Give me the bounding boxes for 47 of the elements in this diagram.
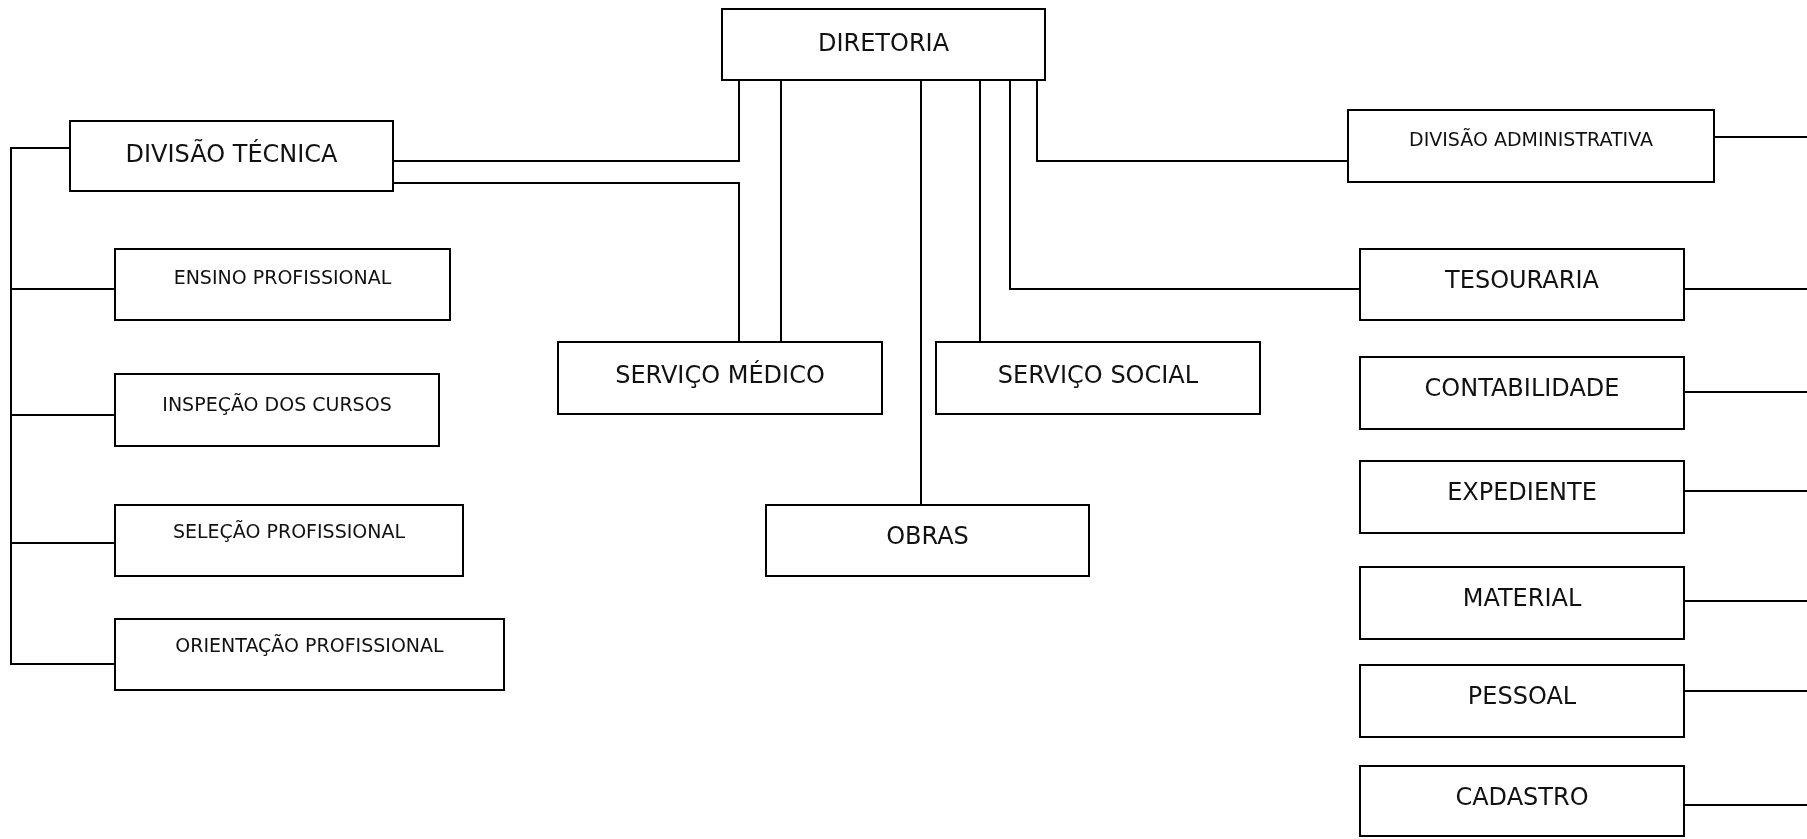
unit-name: SERVIÇO SOCIAL — [997, 361, 1199, 389]
connector-line — [1684, 804, 1807, 806]
connector-line — [1714, 136, 1807, 138]
unit-name: CADASTRO — [1455, 783, 1589, 811]
unit-name: ENSINO PROFISSIONAL — [173, 266, 392, 288]
org-unit-box — [765, 504, 1090, 577]
org-unit-box — [1359, 460, 1685, 534]
connector-line — [1684, 288, 1807, 290]
unit-name: DIVISÃO ADMINISTRATIVA — [1409, 128, 1653, 150]
unit-name: INSPEÇÃO DOS CURSOS — [162, 393, 392, 415]
unit-name: MATERIAL — [1462, 584, 1582, 612]
org-unit-box — [721, 8, 1046, 81]
unit-name: DIVISÃO TÉCNICA — [125, 140, 338, 168]
unit-name: OBRAS — [886, 522, 969, 550]
unit-name: TESOURARIA — [1445, 266, 1599, 294]
org-unit-box — [1347, 109, 1715, 183]
connector-line — [1009, 80, 1360, 290]
connector-line — [393, 80, 740, 162]
org-unit-box — [557, 341, 883, 415]
unit-name: PESSOAL — [1467, 682, 1577, 710]
connector-line — [1684, 600, 1807, 602]
org-unit-box — [1359, 664, 1685, 738]
unit-name: DIRETORIA — [817, 29, 950, 57]
connector-line — [1684, 391, 1807, 393]
connector-line — [1684, 690, 1807, 692]
connector-line — [780, 80, 782, 342]
org-unit-box — [114, 373, 440, 447]
connector-line — [1036, 80, 1348, 162]
org-unit-box — [1359, 356, 1685, 430]
org-unit-box — [114, 504, 464, 577]
connector-line — [979, 80, 981, 342]
connector-line — [10, 147, 115, 665]
unit-name: CONTABILIDADE — [1424, 374, 1620, 402]
connector-line — [393, 182, 740, 342]
org-unit-box — [1359, 566, 1685, 640]
org-unit-box — [1359, 765, 1685, 837]
org-unit-box — [1359, 248, 1685, 321]
org-unit-box — [69, 120, 394, 192]
org-unit-box — [114, 618, 505, 691]
unit-name: ORIENTAÇÃO PROFISSIONAL — [175, 634, 444, 656]
unit-name: SELEÇÃO PROFISSIONAL — [172, 520, 406, 542]
unit-name: EXPEDIENTE — [1447, 478, 1597, 506]
org-unit-box — [935, 341, 1261, 415]
connector-line — [1684, 490, 1807, 492]
connector-line — [920, 80, 922, 505]
org-unit-box — [114, 248, 451, 321]
unit-name: SERVIÇO MÉDICO — [615, 361, 825, 389]
